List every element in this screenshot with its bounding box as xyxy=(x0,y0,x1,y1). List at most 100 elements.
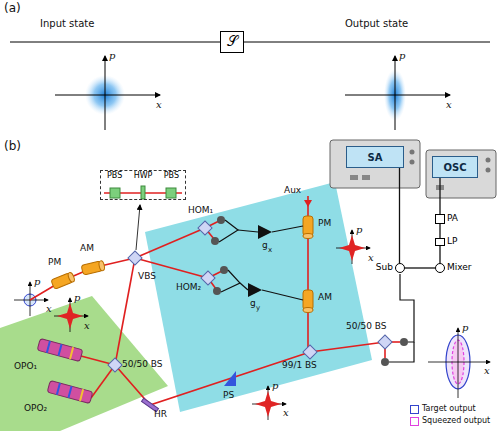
mixer-circle: Mixer xyxy=(435,263,445,273)
axis-label: x xyxy=(156,99,162,110)
panel-label: (b) xyxy=(4,140,21,153)
amplitude-modulator xyxy=(81,260,105,275)
component-label: HOM₂ xyxy=(176,283,201,293)
beam-splitter xyxy=(108,358,122,372)
p-axis xyxy=(395,56,396,130)
filter-box: LP xyxy=(435,238,445,246)
node-text: PA xyxy=(447,214,458,224)
cable xyxy=(240,283,248,290)
signal-cable xyxy=(405,267,435,268)
panel-label: (a) xyxy=(4,2,21,15)
pbs-cube xyxy=(166,188,176,198)
legend: Target outputSqueezed output xyxy=(410,403,490,427)
legend-text: Target output xyxy=(422,405,476,414)
button xyxy=(362,175,370,180)
operation-box: 𝒮 xyxy=(220,31,244,53)
component-label: PM xyxy=(318,219,331,229)
cable xyxy=(400,274,414,342)
opo-body xyxy=(37,339,83,362)
beam xyxy=(135,228,205,258)
x-axis xyxy=(428,362,490,363)
cable xyxy=(272,226,303,232)
knob xyxy=(410,150,415,155)
phase-space-symbol xyxy=(54,298,88,332)
axis-label: p xyxy=(109,50,115,61)
opo-ring xyxy=(70,347,73,359)
signal-cable xyxy=(439,246,440,263)
photodetector xyxy=(220,266,228,274)
axis-label: x xyxy=(283,407,289,418)
phase-modulator xyxy=(303,216,313,239)
button xyxy=(350,175,358,180)
opo-ring xyxy=(80,389,83,401)
component-label: OPO₁ xyxy=(14,362,37,372)
gain-amplifier xyxy=(258,225,272,239)
amplitude-modulator xyxy=(303,290,313,313)
modulator-end xyxy=(67,272,75,283)
component-label: OPO₂ xyxy=(24,404,47,414)
laser-beams xyxy=(30,196,400,405)
x-axis xyxy=(345,95,450,96)
axis-label: x xyxy=(484,365,490,376)
cable xyxy=(221,270,240,292)
signal-cable xyxy=(439,224,440,238)
component-label: HR xyxy=(154,410,167,420)
beam xyxy=(115,352,310,405)
junction-circle: Sub xyxy=(395,263,405,273)
cable xyxy=(262,290,303,300)
subscript: x xyxy=(268,247,272,255)
component-label: AM xyxy=(80,244,94,254)
node-text: Sub xyxy=(376,263,393,273)
component-label: 50/50 BS xyxy=(346,322,387,332)
x-axis xyxy=(55,95,160,96)
node-text: PBS xyxy=(107,172,122,181)
axis-label: x xyxy=(84,320,90,331)
cable xyxy=(219,220,238,242)
opo-ring xyxy=(57,383,60,395)
opo-ring xyxy=(68,386,71,398)
axis-label: x xyxy=(368,252,374,263)
opo-body xyxy=(47,381,93,404)
component-label: HOM₁ xyxy=(188,206,213,216)
node-text: OSC xyxy=(443,162,466,173)
beam-splitter xyxy=(198,221,212,235)
phase-modulator xyxy=(51,272,76,290)
signal-cable xyxy=(399,168,400,263)
photodetector xyxy=(217,216,225,224)
beam-splitter xyxy=(201,271,215,285)
output-phase-space xyxy=(428,328,490,398)
amplifier-box: PA xyxy=(435,214,445,224)
p-axis xyxy=(105,56,106,130)
beam xyxy=(310,342,385,352)
squeezed-star xyxy=(57,303,83,329)
instrument-screen: OSC xyxy=(432,156,478,178)
component-label: PS xyxy=(223,391,234,401)
axis-label: p xyxy=(34,276,40,287)
axis-label: p xyxy=(399,50,405,61)
knob xyxy=(410,160,415,165)
signal-cable xyxy=(439,178,440,214)
inset-box: PBSHWPPBS xyxy=(100,170,186,200)
legend-text: Squeezed output xyxy=(422,417,490,426)
knob xyxy=(486,158,491,163)
opo-crystal xyxy=(37,339,83,362)
instrument-screen: SA xyxy=(346,146,404,168)
component-label: VBS xyxy=(138,272,156,282)
beam xyxy=(91,365,115,398)
opo-ring xyxy=(58,344,61,356)
axis-label: p xyxy=(74,292,80,303)
beam-splitter xyxy=(378,335,392,349)
modulator-end xyxy=(303,308,313,313)
phase-shifter xyxy=(224,371,236,386)
component-label: AM xyxy=(318,293,332,303)
beam xyxy=(115,258,135,365)
squeezed-star xyxy=(255,391,281,417)
knob xyxy=(486,168,491,173)
state-label: Output state xyxy=(345,18,408,29)
gain-amplifier xyxy=(248,283,262,297)
photodetector xyxy=(211,237,219,245)
component-label: 50/50 BS xyxy=(122,360,163,370)
feedforward-region xyxy=(145,182,372,412)
